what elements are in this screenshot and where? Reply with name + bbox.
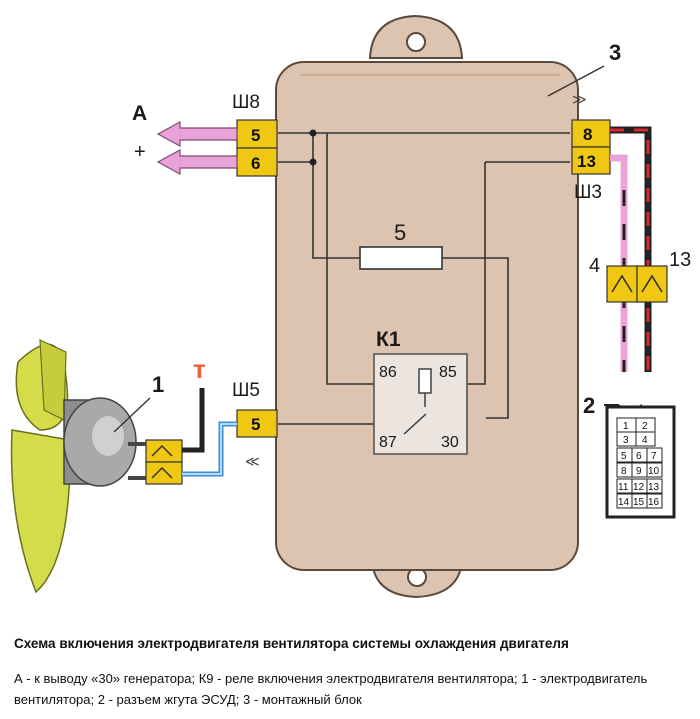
- pin-8: 8: [621, 466, 627, 477]
- label-13: 13: [669, 249, 691, 271]
- connector-label: 2: [583, 393, 595, 418]
- pin-3: 3: [623, 435, 629, 446]
- relay-pin-30: 30: [441, 434, 459, 451]
- sh5-label: Ш5: [232, 380, 260, 401]
- sh8-pin-box: [236, 119, 278, 149]
- pin-15: 15: [633, 497, 645, 508]
- pin-12: 12: [633, 482, 645, 493]
- double-arrow-left-icon: ≪: [245, 454, 260, 470]
- pin-14: 14: [618, 497, 630, 508]
- sh8-label: Ш8: [232, 92, 260, 113]
- relay: 86 85 87 30: [373, 353, 468, 455]
- pin-11: 11: [618, 482, 629, 493]
- harness-wires: [610, 126, 652, 372]
- double-arrow-right-icon: ≫: [572, 92, 587, 108]
- sh3-pin-8: 8: [583, 125, 592, 144]
- pin-6: 6: [636, 451, 642, 462]
- pin-10: 10: [648, 466, 660, 477]
- label-a: А: [132, 102, 147, 125]
- label-plus: +: [134, 141, 146, 163]
- label-4: 4: [589, 255, 600, 277]
- junction-dot: [309, 129, 317, 137]
- relay-label: К1: [376, 328, 401, 351]
- pin-13: 13: [648, 482, 660, 493]
- esud-connector: 1 2 3 4 5 6 7 8 9 10 11 12 13 14 15 16: [605, 405, 676, 519]
- relay-pin-85: 85: [439, 364, 457, 381]
- sh8-pin-5: 5: [251, 126, 260, 145]
- internal-wiring: [278, 132, 570, 425]
- fuse: [359, 246, 443, 270]
- motor-connector: [128, 439, 183, 485]
- wiring-diagram: 5 К1 86 85 87 30 3 ≫ Ш8 5 6 А + Ш5 5 ≪ 8…: [10, 14, 691, 599]
- block-label: 3: [609, 40, 621, 65]
- sh3-pin-box: [571, 119, 611, 148]
- sh5-pin-5: 5: [251, 415, 260, 434]
- sh3-pin-box: [571, 146, 611, 175]
- motor-label: 1: [152, 372, 164, 397]
- caption-title: Схема включения электродвигателя вентиля…: [14, 636, 569, 651]
- pin-16: 16: [648, 497, 660, 508]
- pin-1: 1: [623, 421, 629, 432]
- mounting-block: [275, 14, 579, 599]
- fuse-label: 5: [394, 220, 406, 245]
- relay-pin-86: 86: [379, 364, 397, 381]
- generator-output-arrows: [156, 120, 238, 176]
- sh3-label: Ш3: [574, 182, 602, 203]
- sh3-pin-13: 13: [577, 152, 596, 171]
- fan-motor: [10, 339, 137, 594]
- ground-wire: [182, 388, 205, 453]
- caption-text: А - к выводу «30» генератора; К9 - реле …: [14, 671, 648, 707]
- sh5-pin-box: [236, 409, 278, 438]
- pin-5: 5: [621, 451, 627, 462]
- pin-9: 9: [636, 466, 642, 477]
- relay-pin-87: 87: [379, 434, 397, 451]
- sh8-pin-6: 6: [251, 154, 260, 173]
- pin-2: 2: [642, 421, 648, 432]
- ground-label: т: [193, 354, 206, 384]
- inline-connector: [606, 265, 668, 303]
- junction-dot: [309, 158, 317, 166]
- pin-7: 7: [651, 451, 657, 462]
- pin-4: 4: [642, 435, 648, 446]
